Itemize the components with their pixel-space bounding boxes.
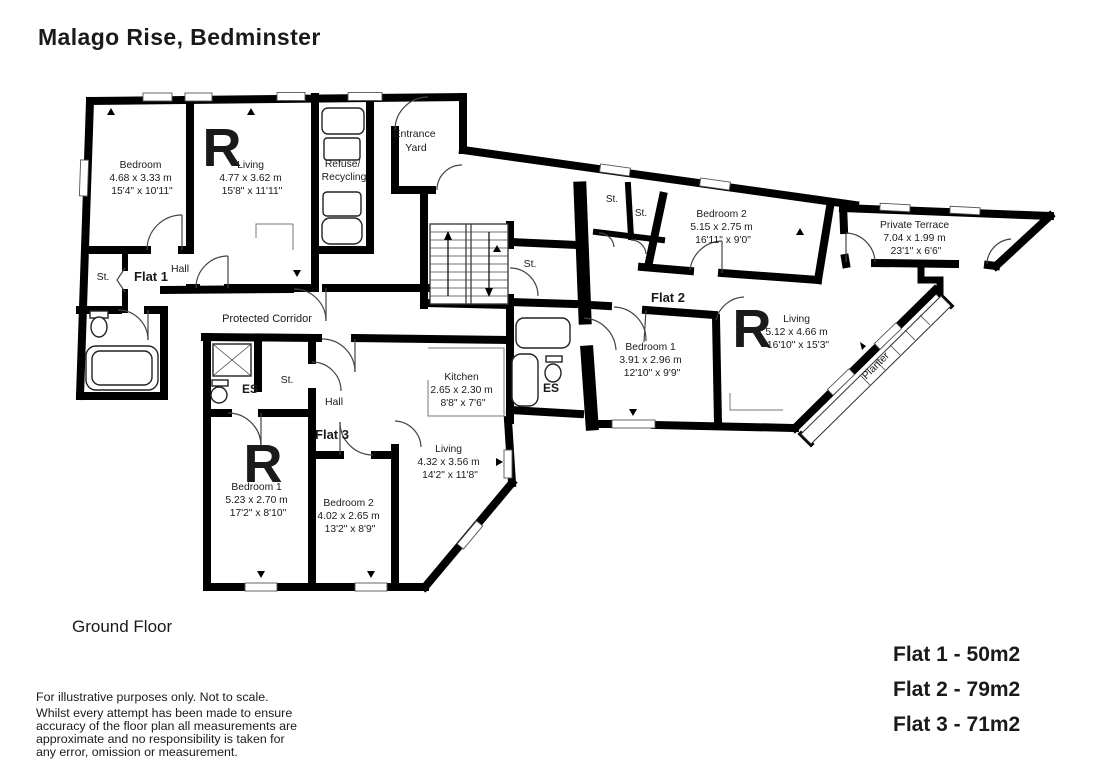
area-summary: Flat 1 - 50m2 Flat 2 - 79m2 Flat 3 - 71m… bbox=[893, 643, 1020, 736]
flat1-hall-label: Hall bbox=[171, 263, 189, 275]
flat1-bath-icon bbox=[85, 345, 159, 391]
disclaimer-line: For illustrative purposes only. Not to s… bbox=[36, 690, 269, 704]
flat2-storage1-label: St. bbox=[606, 194, 618, 205]
flat3-bedroom2-label: Bedroom 2 4.02 x 2.65 m 13'2" x 8'9" bbox=[317, 498, 382, 535]
refuse-recycling-label: Refuse/ Recycling bbox=[322, 159, 367, 183]
flat2-bedroom1-label: Bedroom 1 3.91 x 2.96 m 12'10" x 9'9" bbox=[619, 342, 684, 379]
flat1-name-label: Flat 1 bbox=[134, 269, 168, 284]
disclaimer-line: any error, omission or measurement. bbox=[36, 745, 238, 759]
flat3-shower-icon bbox=[212, 343, 252, 377]
fixtures bbox=[85, 107, 783, 417]
core-storage-label: St. bbox=[524, 258, 537, 270]
flat3-bedroom1-label: Bedroom 1 5.23 x 2.70 m 17'2" x 8'10" bbox=[225, 482, 290, 519]
disclaimer-line: Whilst every attempt has been made to en… bbox=[36, 706, 292, 720]
r-marker-flat1: R bbox=[203, 118, 242, 178]
windows bbox=[78, 92, 981, 592]
flat1-area: Flat 1 - 50m2 bbox=[893, 643, 1020, 666]
flat3-name-label: Flat 3 bbox=[315, 427, 349, 442]
walls bbox=[75, 92, 1056, 593]
window-markers bbox=[107, 108, 866, 578]
flat2-storage2-label: St. bbox=[635, 208, 647, 219]
page-title: Malago Rise, Bedminster bbox=[38, 24, 321, 50]
private-terrace-label: Private Terrace 7.04 x 1.99 m 23'1" x 6'… bbox=[880, 220, 952, 257]
flat2-living-label: Living 5.12 x 4.66 m 16'10" x 15'3" bbox=[765, 314, 830, 351]
r-marker-flat3: R bbox=[244, 434, 283, 494]
flat1-ceiling-line bbox=[255, 223, 294, 250]
flat3-ensuite-label: ES bbox=[242, 382, 258, 396]
doors bbox=[116, 96, 1012, 456]
flat3-hall-label: Hall bbox=[325, 396, 343, 408]
flat1-toilet-icon bbox=[89, 310, 109, 338]
floor-label: Ground Floor bbox=[72, 617, 172, 636]
disclaimer: For illustrative purposes only. Not to s… bbox=[36, 690, 297, 759]
flat2-bedroom2-label: Bedroom 2 5.15 x 2.75 m 16'11" x 9'0" bbox=[690, 209, 755, 246]
flat2-toilet-icon bbox=[544, 355, 563, 383]
entrance-yard-label: Entrance Yard bbox=[394, 128, 439, 154]
flat3-area: Flat 3 - 71m2 bbox=[893, 713, 1020, 736]
stairs bbox=[429, 223, 509, 305]
flat3-storage-label: St. bbox=[281, 374, 294, 386]
disclaimer-line: accuracy of the floor plan all measureme… bbox=[36, 719, 297, 733]
kitchen-outline bbox=[427, 347, 505, 417]
flat3-kitchen-label: Kitchen 2.65 x 2.30 m 8'8" x 7'6" bbox=[430, 372, 495, 409]
flat3-living-label: Living 4.32 x 3.56 m 14'2" x 11'8" bbox=[417, 444, 482, 481]
flat2-ensuite-label: ES bbox=[543, 381, 559, 395]
r-marker-flat2: R bbox=[733, 299, 772, 359]
flat1-storage-label: St. bbox=[97, 271, 110, 283]
protected-corridor-label: Protected Corridor bbox=[222, 313, 312, 325]
planter-band bbox=[800, 295, 952, 445]
refuse-bins-icon bbox=[321, 107, 365, 245]
flat3-toilet-icon bbox=[210, 379, 229, 404]
disclaimer-line: approximate and no responsibility is tak… bbox=[36, 732, 285, 746]
flat2-bath-icon bbox=[511, 317, 571, 407]
flat2-name-label: Flat 2 bbox=[651, 290, 685, 305]
flat2-area: Flat 2 - 79m2 bbox=[893, 678, 1020, 701]
flat1-bedroom-label: Bedroom 4.68 x 3.33 m 15'4" x 10'11" bbox=[109, 160, 174, 197]
flat2-ceiling-line bbox=[729, 393, 783, 411]
flat1-living-label: Living 4.77 x 3.62 m 15'8" x 11'11" bbox=[219, 160, 284, 197]
